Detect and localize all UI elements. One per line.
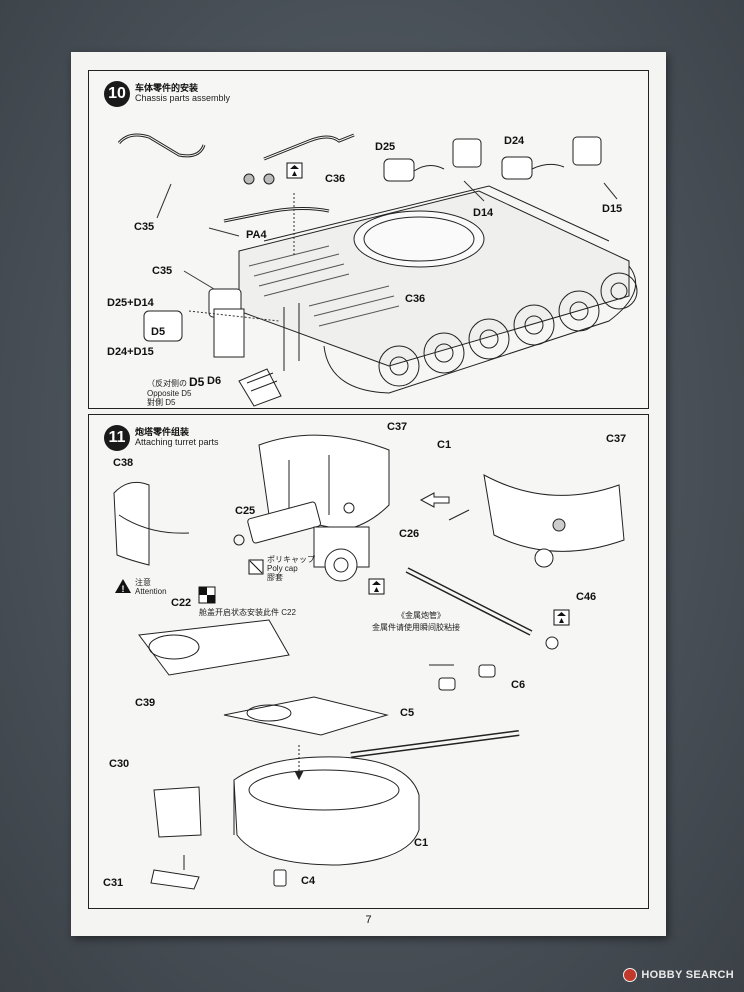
attention-icon: ! (115, 579, 131, 594)
label-c25: C25 (235, 505, 256, 517)
label-c1-bottom: C1 (414, 837, 429, 849)
chassis-diagram (117, 133, 638, 407)
label-d14: D14 (473, 207, 494, 219)
metal-barrel-title: 《金属炮管》 (397, 611, 445, 620)
step-title-en: Chassis parts assembly (135, 93, 231, 103)
step-number: 10 (104, 81, 130, 107)
label-d24: D24 (504, 135, 525, 147)
hobby-search-logo-icon (623, 968, 638, 982)
step-number: 11 (104, 425, 130, 451)
label-c35-mid: C35 (152, 265, 173, 277)
label-d24-d15: D24+D15 (107, 346, 154, 358)
step-title-cn: 车体零件的安装 (135, 83, 199, 93)
label-c22: C22 (171, 597, 192, 609)
step-10-panel: 10 车体零件的安装 Chassis parts assembly (88, 70, 649, 409)
polycap-note-en: Poly cap (267, 564, 298, 573)
glue-icon (286, 162, 303, 179)
opposite-note-cn: （反对侧の (147, 379, 187, 388)
polycap-note-cn: 膠套 (267, 573, 283, 582)
page-number: 7 (365, 914, 372, 926)
attention-cn: 注意 (135, 578, 151, 587)
glue-icon (553, 609, 570, 626)
opposite-note-jp: 對側 D5 (147, 398, 176, 407)
svg-text:!: ! (122, 584, 125, 594)
label-c6: C6 (511, 679, 526, 691)
hatch-open-icon (198, 586, 216, 604)
turret-diagram: ! (113, 434, 625, 890)
metal-barrel-note: 金属件请使用瞬间胶粘接 (372, 623, 460, 632)
poly-cap-icon (248, 559, 264, 575)
watermark-text: HOBBY SEARCH (641, 969, 734, 981)
label-c5: C5 (400, 707, 415, 719)
label-c37-right: C37 (606, 433, 627, 445)
label-c39: C39 (135, 697, 156, 709)
label-c31: C31 (103, 877, 124, 889)
label-c35: C35 (134, 221, 155, 233)
glue-icon (368, 578, 385, 595)
label-c4: C4 (301, 875, 316, 887)
label-c37: C37 (387, 421, 408, 433)
label-c36: C36 (325, 173, 346, 185)
polycap-note-jp: ポリキャップ (267, 555, 315, 564)
opposite-note-en: Opposite D5 (147, 389, 192, 398)
hatch-open-note: 舱盖开启状态安装此件 C22 (199, 608, 296, 617)
step-title-cn: 炮塔零件组装 (135, 427, 190, 437)
label-d5: D5 (151, 326, 166, 338)
label-d25-d14: D25+D14 (107, 297, 154, 309)
attention-en: Attention (135, 587, 167, 596)
watermark: HOBBY SEARCH (623, 968, 734, 982)
label-c1: C1 (437, 439, 452, 451)
label-c36-center: C36 (405, 293, 426, 305)
step-11-panel: 11 炮塔零件组装 Attaching turret parts (88, 414, 649, 909)
label-d15: D15 (602, 203, 623, 215)
label-c38: C38 (113, 457, 134, 469)
instruction-sheet: 10 车体零件的安装 Chassis parts assembly (71, 52, 666, 936)
label-pa4: PA4 (246, 229, 267, 241)
opposite-part: D5 (189, 375, 205, 389)
label-c30: C30 (109, 758, 130, 770)
label-d6: D6 (207, 375, 222, 387)
label-c26: C26 (399, 528, 420, 540)
label-d25: D25 (375, 141, 396, 153)
step-title-en: Attaching turret parts (135, 437, 219, 447)
label-c46: C46 (576, 591, 597, 603)
